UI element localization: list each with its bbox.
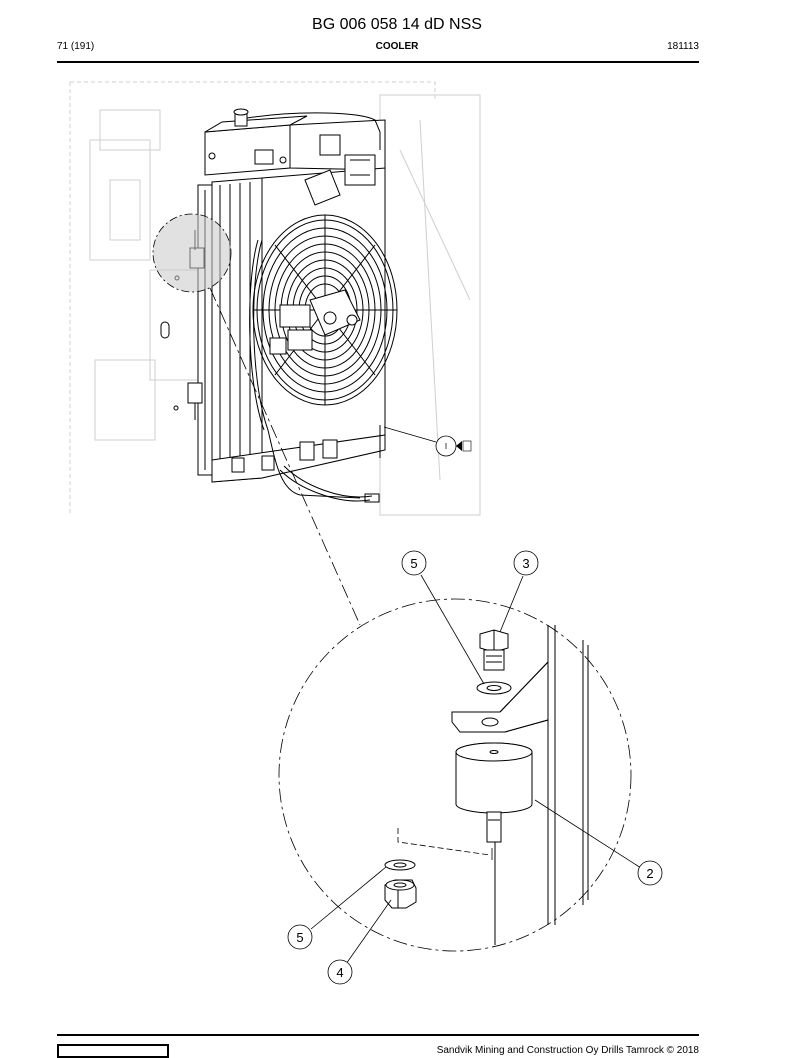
- callout-leaders: [310, 574, 642, 965]
- view-box-icon: [462, 440, 472, 452]
- callout-3: 3: [513, 550, 539, 576]
- header-divider: [57, 61, 699, 63]
- nut-item-4: [384, 879, 417, 909]
- svg-text:3: 3: [522, 556, 529, 571]
- svg-text:4: 4: [336, 965, 343, 980]
- machine-frame-outline: [69, 81, 481, 516]
- hydraulic-hoses: [249, 239, 380, 503]
- callout-5-top: 5: [401, 550, 427, 576]
- svg-text:2: 2: [646, 866, 653, 881]
- valve-block: [304, 154, 376, 206]
- footer-divider: [57, 1034, 699, 1036]
- callout-4: 4: [327, 959, 353, 985]
- cooler-bottom-tank: [211, 434, 386, 483]
- sandvik-logo: [57, 1044, 169, 1058]
- detail-leader-line: [209, 287, 361, 626]
- section-title: COOLER: [375, 41, 419, 52]
- document-title: BG 006 058 14 dD NSS: [312, 16, 482, 33]
- assembly-path: [397, 828, 491, 856]
- detail-zoom-indicator: [152, 213, 232, 293]
- bolt-item-3: [479, 629, 509, 671]
- page-number: 71 (191): [57, 41, 95, 52]
- mounting-bracket: [451, 660, 549, 733]
- svg-text:5: 5: [410, 556, 417, 571]
- footer-copyright: Sandvik Mining and Construction Oy Drill…: [436, 1045, 699, 1056]
- rubber-mount-item-2: [455, 742, 533, 843]
- date-code: 181113: [667, 41, 699, 52]
- view-marker-leader: [383, 426, 437, 443]
- view-arrow-icon: [456, 441, 462, 451]
- callout-5-bottom: 5: [287, 924, 313, 950]
- detail-view-boundary: [278, 598, 632, 952]
- callout-2: 2: [637, 860, 663, 886]
- svg-text:5: 5: [296, 930, 303, 945]
- hydraulic-motor: [269, 289, 361, 355]
- washer-item-5-lower: [384, 859, 416, 871]
- view-marker-label: I: [445, 442, 447, 451]
- washer-item-5-upper: [476, 681, 512, 695]
- cooler-top-tank: [204, 108, 386, 176]
